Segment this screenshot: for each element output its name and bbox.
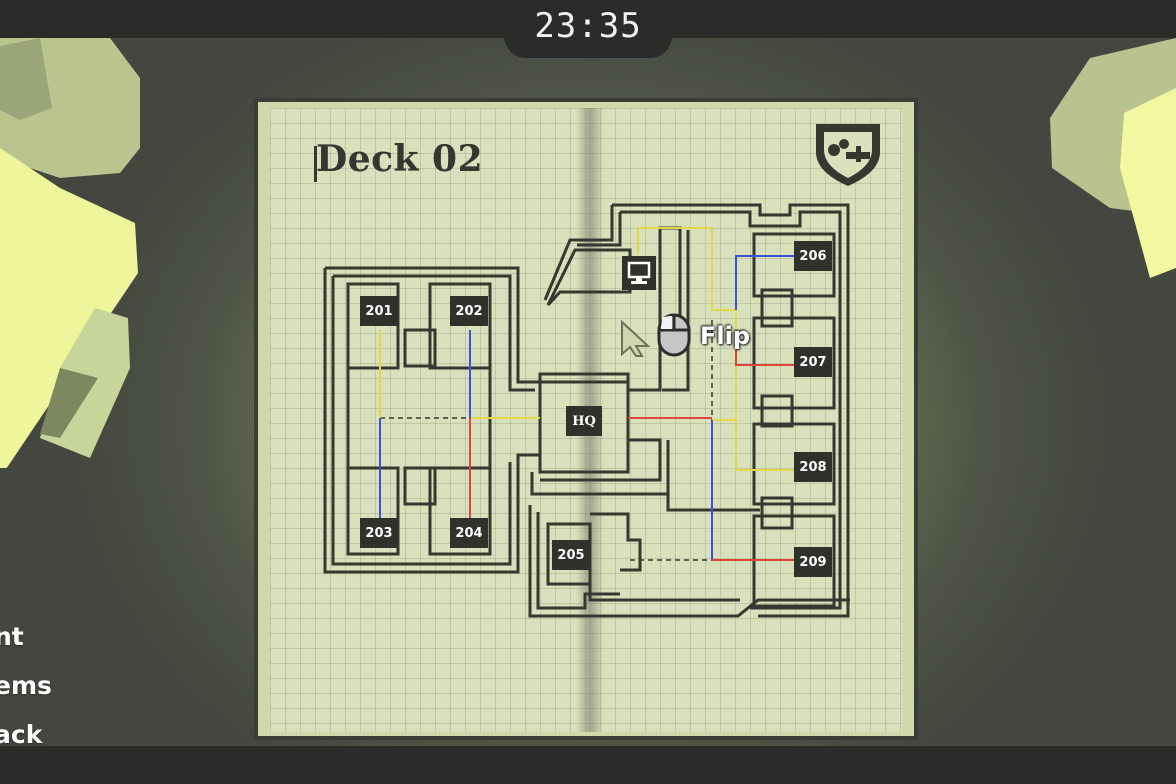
countdown-timer: 23:35 (534, 6, 642, 46)
computer-terminal-icon[interactable] (622, 256, 656, 290)
room-206[interactable]: 206 (794, 241, 832, 271)
room-hq[interactable]: HQ (566, 406, 602, 436)
timer-panel: 23:35 (504, 0, 672, 58)
title-bar (314, 146, 317, 182)
room-201[interactable]: 201 (360, 296, 398, 326)
side-menu-item-2[interactable]: ems (0, 671, 52, 700)
side-menu-item-1[interactable]: nt (0, 622, 24, 651)
room-208[interactable]: 208 (794, 452, 832, 482)
room-209[interactable]: 209 (794, 547, 832, 577)
deck-map-book[interactable]: Deck 02 (254, 98, 918, 740)
room-204[interactable]: 204 (450, 518, 488, 548)
mouse-icon (657, 313, 691, 357)
right-prop-objects (1050, 38, 1176, 278)
arrow-cursor-icon (621, 320, 651, 357)
room-203[interactable]: 203 (360, 518, 398, 548)
emblem-icon (816, 124, 880, 186)
deck-title: Deck 02 (316, 138, 484, 180)
left-prop-objects (0, 38, 140, 468)
room-205[interactable]: 205 (552, 540, 590, 570)
side-menu-item-3[interactable]: ack (0, 720, 43, 749)
room-202[interactable]: 202 (450, 296, 488, 326)
bottom-hud-bar (0, 746, 1176, 784)
map-page: Deck 02 (270, 108, 902, 732)
room-207[interactable]: 207 (794, 347, 832, 377)
flip-action-label: Flip (700, 322, 751, 350)
